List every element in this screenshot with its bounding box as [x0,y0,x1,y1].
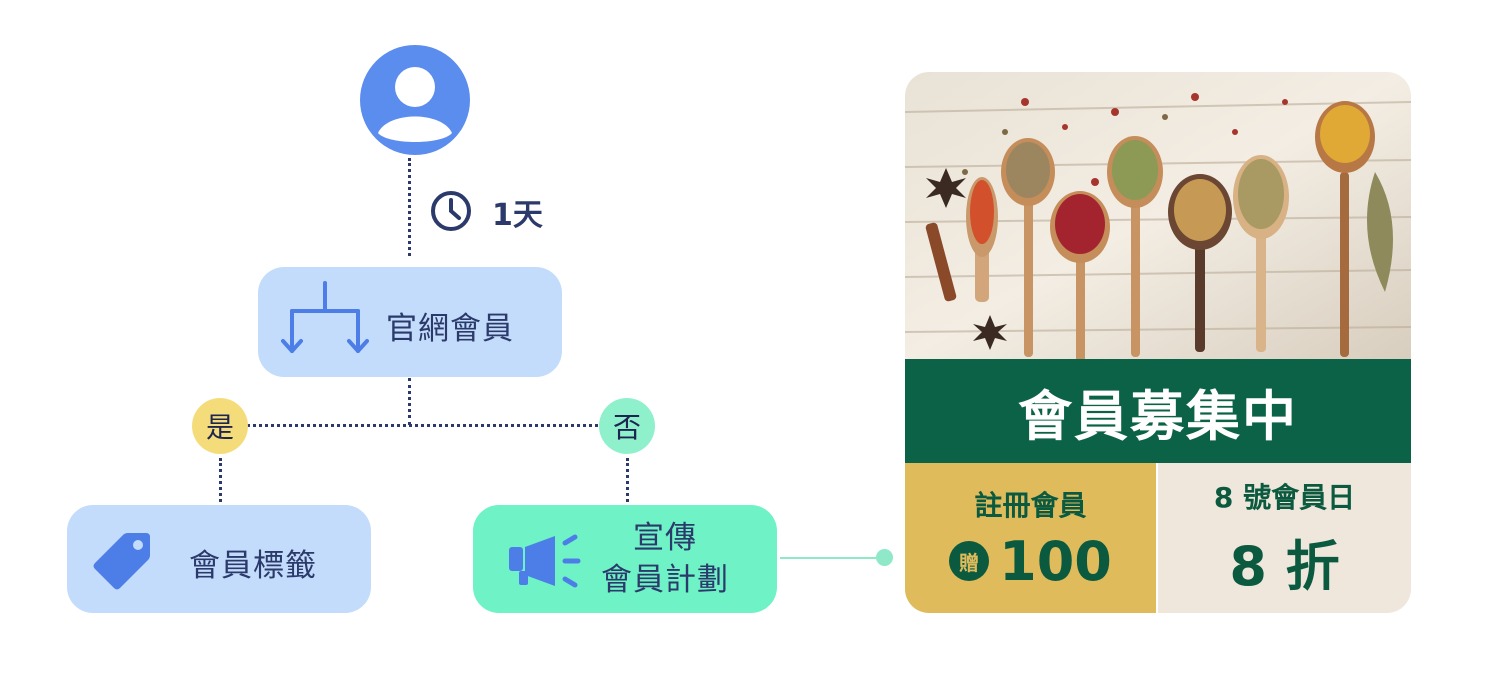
member-tag-node[interactable]: 會員標籤 [67,505,371,613]
promo-right-cell: 8 號會員日 8 折 [1158,463,1411,613]
wait-duration-label: 1天 [492,198,543,233]
promo-left-title: 註冊會員 [974,488,1087,522]
yes-badge: 是 [192,398,248,454]
split-node-label: 官網會員 [386,311,514,347]
megaphone-icon [507,533,583,593]
promo-card[interactable]: 會員募集中 註冊會員 贈 100 8 號會員日 8 折 [905,72,1411,613]
spices-photo [905,72,1411,362]
campaign-card-connector-dot [876,549,893,566]
campaign-label-line2: 會員計劃 [601,562,729,598]
tag-icon [92,529,154,595]
campaign-label-line1: 宣傳 [633,520,697,556]
split-node-website-member[interactable]: 官網會員 [258,267,562,377]
promo-banner-title: 會員募集中 [905,359,1411,463]
promo-left-value: 100 [999,529,1112,593]
connector-yes-tag [219,458,222,502]
clock-icon [429,189,473,233]
promo-left-value-row: 贈 100 [949,530,1112,593]
connector-no-campaign [626,458,629,502]
member-tag-label: 會員標籤 [189,548,317,584]
promo-right-value: 8 折 [1229,534,1340,598]
campaign-label: 宣傳 會員計劃 [601,517,729,601]
split-arrows-icon [280,279,370,369]
promo-right-title: 8 號會員日 [1213,480,1356,514]
campaign-node[interactable]: 宣傳 會員計劃 [473,505,777,613]
campaign-card-connector [780,557,882,559]
gift-badge: 贈 [949,541,990,581]
connector-split-branch [408,378,411,425]
connector-branch-horizontal [240,424,610,427]
promo-left-cell: 註冊會員 贈 100 [905,463,1156,613]
user-avatar-icon [360,45,470,155]
connector-avatar-split [408,158,411,256]
no-badge: 否 [599,398,655,454]
